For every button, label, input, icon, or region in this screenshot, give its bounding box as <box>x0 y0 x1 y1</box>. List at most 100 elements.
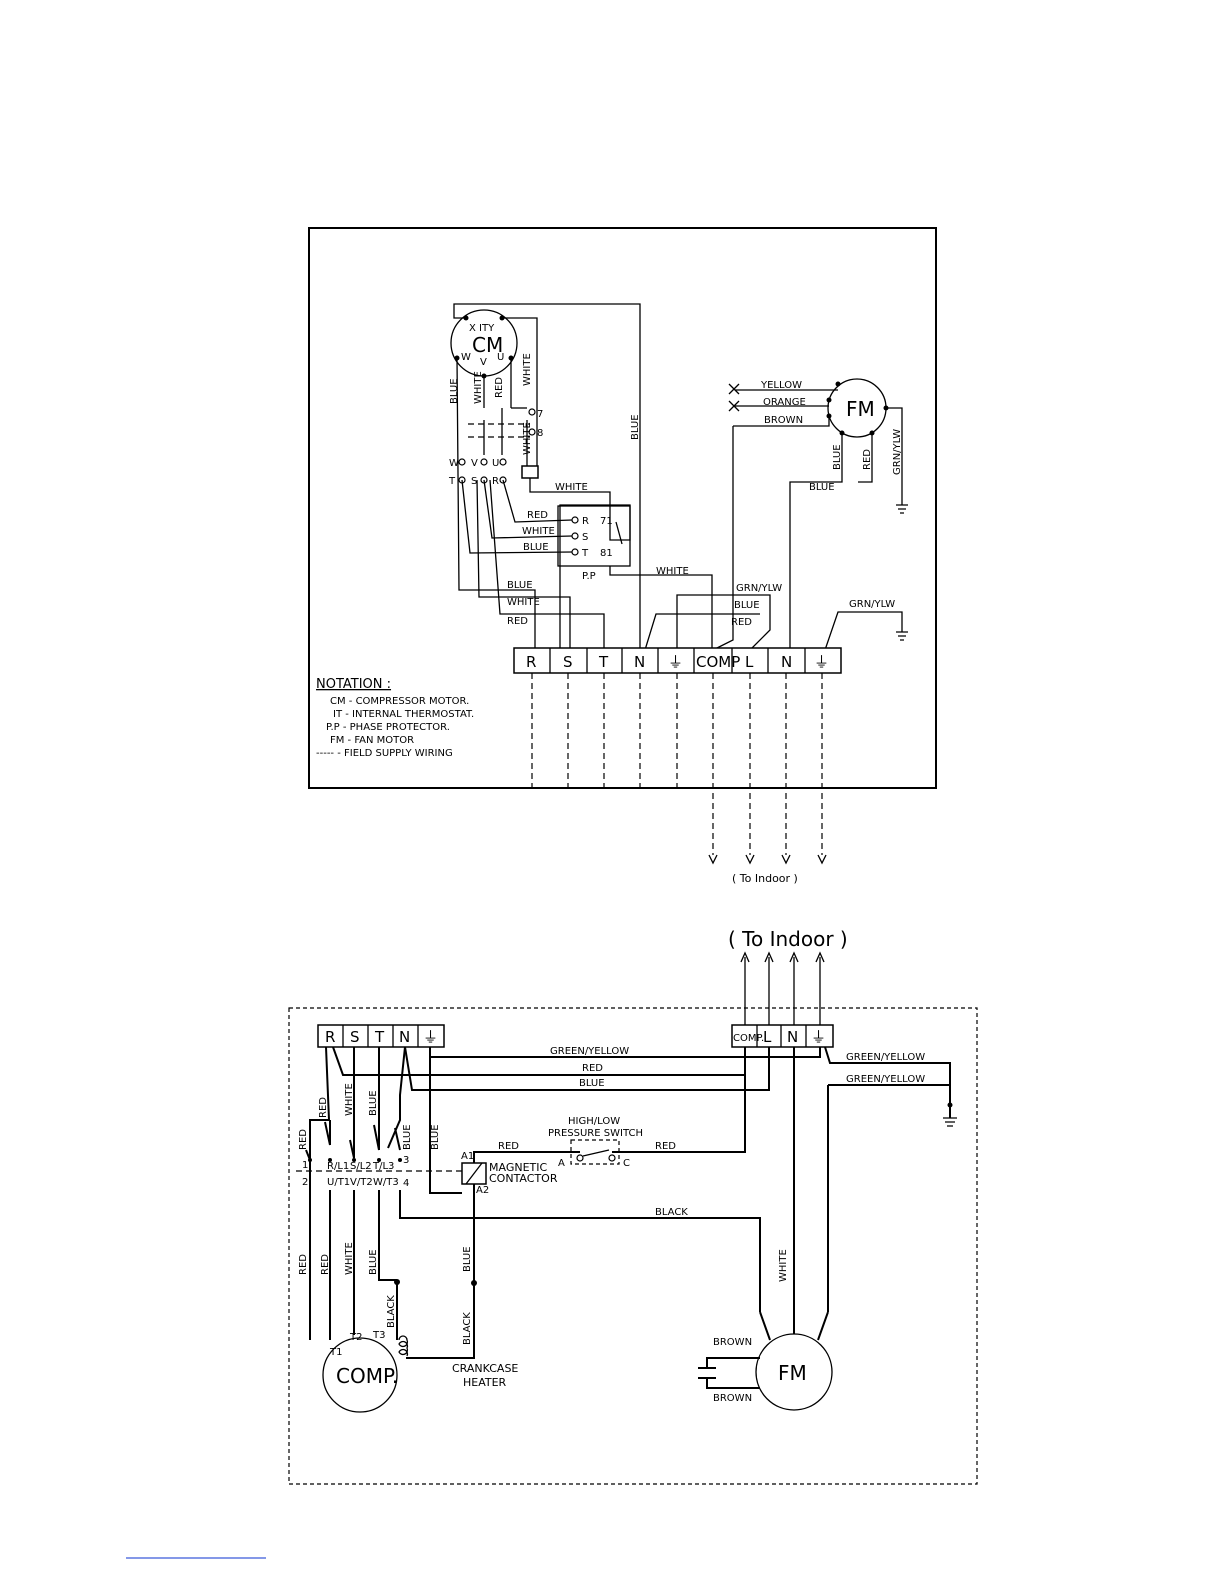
compressor: COMP. T1 T2 T3 <box>322 1330 398 1413</box>
wire-label-red-2: RED <box>498 1141 519 1152</box>
contact-8-label: 8 <box>537 428 543 439</box>
pp-label: P.P <box>582 571 596 582</box>
fan-motor-label-bottom: FM <box>778 1361 807 1385</box>
contactor-wt3: W/T3 <box>373 1177 399 1188</box>
top-terminal-s: S <box>563 653 573 671</box>
bottom-terminal-n: N <box>399 1028 410 1046</box>
bottom-terminal-block-right: COMP. L N ⏚ <box>731 1024 834 1048</box>
bottom-terminal-block-left: R S T N ⏚ <box>317 1024 445 1048</box>
top-terminal-n: N <box>634 653 645 671</box>
fan-motor-label: FM <box>846 397 875 421</box>
thermostat-label: X ITY <box>469 323 495 334</box>
wire-label-blue-cm: BLUE <box>449 378 460 404</box>
pressure-switch-line1: HIGH/LOW <box>568 1116 620 1127</box>
wire-label-blue-n: BLUE <box>630 414 641 440</box>
compressor-u-label: U <box>497 352 504 363</box>
wire-label-white-cm2: WHITE <box>522 353 533 386</box>
pp-81-label: 81 <box>600 548 613 559</box>
heater-label-1: CRANKCASE <box>452 1362 518 1375</box>
contact-2-label: 2 <box>302 1177 308 1188</box>
wire-label-grnylw-fm: GRN/YLW <box>892 429 903 475</box>
wire-label-blue-pole-3: BLUE <box>368 1090 379 1116</box>
top-terminal-comp: COMP <box>696 653 740 671</box>
bottom-terminal-s: S <box>350 1028 360 1046</box>
bottom-terminal-l: L <box>763 1028 772 1046</box>
compressor-circle-bottom <box>322 1337 398 1413</box>
wire-label-blue-pole-4: BLUE <box>402 1124 413 1150</box>
wire-label-brown: BROWN <box>764 415 803 426</box>
wire-label-black-comp: BLACK <box>386 1295 397 1328</box>
top-terminal-n2: N <box>781 653 792 671</box>
compressor-motor-cm: X ITY CM W V U <box>450 309 518 379</box>
compressor-v-label: V <box>480 357 487 368</box>
wire-label-red-cm: RED <box>494 377 505 398</box>
wire-label-green-yellow-1: GREEN/YELLOW <box>550 1046 629 1057</box>
contactor-rl1: R/L1 <box>327 1161 349 1172</box>
pressure-switch-a: A <box>558 1158 565 1169</box>
wire-label-blue-1: BLUE <box>579 1078 605 1089</box>
top-terminal-l: L <box>745 653 754 671</box>
contactor-label-1: MAGNETIC <box>489 1161 547 1174</box>
wire-label-blue-coil: BLUE <box>430 1124 441 1150</box>
contactor-tl3: T/L3 <box>372 1161 394 1172</box>
compressor-label: CM <box>472 333 503 357</box>
wire-label-red-pole-0: RED <box>298 1129 309 1150</box>
bottom-terminal-ground: ⏚ <box>423 1028 438 1046</box>
wire-label-blue-mid: BLUE <box>734 600 760 611</box>
notation-item-field: ----- - FIELD SUPPLY WIRING <box>316 748 453 759</box>
contact-3-label: 3 <box>403 1155 409 1166</box>
wire-label-white-th: WHITE <box>522 422 533 455</box>
wire-label-grnylw-right: GRN/YLW <box>849 599 895 610</box>
wire-label-blue-r: BLUE <box>507 580 533 591</box>
bottom-terminal-r: R <box>325 1028 335 1046</box>
bottom-to-indoor-label: ( To Indoor ) <box>728 927 848 951</box>
heater-label-2: HEATER <box>463 1376 507 1389</box>
bottom-diagram-frame <box>288 1007 978 1485</box>
wire-label-grnylw-mid: GRN/YLW <box>736 583 782 594</box>
top-terminal-block: R S T N ⏚ COMP L N ⏚ <box>513 647 842 674</box>
term-r-label: R <box>492 476 499 487</box>
wire-label-blue-coil2: BLUE <box>462 1246 473 1272</box>
wire-label-white-pp: WHITE <box>555 482 588 493</box>
term-u-label: U <box>492 458 499 469</box>
fan-motor-bottom: FM <box>755 1333 833 1411</box>
bottom-terminal-n2: N <box>787 1028 798 1046</box>
notation-heading: NOTATION : <box>316 677 391 692</box>
comp-t2-label: T2 <box>349 1332 362 1343</box>
top-terminal-t: T <box>598 653 609 671</box>
term-s-label: S <box>471 476 477 487</box>
wire-label-yellow: YELLOW <box>760 380 802 391</box>
wire-label-red-lower-1: RED <box>320 1254 331 1275</box>
contact-4-label: 4 <box>403 1178 409 1189</box>
wire-label-white-s: WHITE <box>507 597 540 608</box>
wire-label-red-pp: RED <box>527 510 548 521</box>
coil-a1-label: A1 <box>461 1151 474 1162</box>
phase-protector: R S T 71 81 P.P <box>557 505 631 582</box>
notation-legend: NOTATION : CM - COMPRESSOR MOTOR. IT - I… <box>316 677 474 759</box>
wire-label-green-yellow-2: GREEN/YELLOW <box>846 1052 925 1063</box>
pp-s-label: S <box>582 532 588 543</box>
bottom-terminal-t: T <box>374 1028 385 1046</box>
notation-item-it: IT - INTERNAL THERMOSTAT. <box>333 709 474 720</box>
contact-1-label: 1 <box>302 1160 308 1171</box>
comp-t3-label: T3 <box>372 1330 385 1341</box>
wire-label-brown-2: BROWN <box>713 1393 752 1404</box>
compressor-w-label: W <box>461 352 471 363</box>
top-terminal-ground: ⏚ <box>668 653 683 671</box>
wire-label-green-yellow-3: GREEN/YELLOW <box>846 1074 925 1085</box>
wire-label-blue-fm2: BLUE <box>832 444 843 470</box>
pressure-switch: HIGH/LOW PRESSURE SWITCH A C <box>548 1116 643 1169</box>
term-t-label: T <box>448 476 456 487</box>
wire-label-white-lower: WHITE <box>344 1242 355 1275</box>
top-terminal-ground2: ⏚ <box>814 653 829 671</box>
wire-label-white-pp2: WHITE <box>522 526 555 537</box>
top-to-indoor-label: ( To Indoor ) <box>732 872 798 885</box>
notation-item-pp: P.P - PHASE PROTECTOR. <box>326 722 450 733</box>
compressor-label-bottom: COMP. <box>336 1364 398 1388</box>
notation-item-cm: CM - COMPRESSOR MOTOR. <box>330 696 469 707</box>
comp-t1-label: T1 <box>329 1347 342 1358</box>
wire-label-white-fm: WHITE <box>778 1249 789 1282</box>
wire-label-red-lower-0: RED <box>298 1254 309 1275</box>
fan-motor-top: FM <box>826 378 889 438</box>
wire-label-blue-pp: BLUE <box>523 542 549 553</box>
